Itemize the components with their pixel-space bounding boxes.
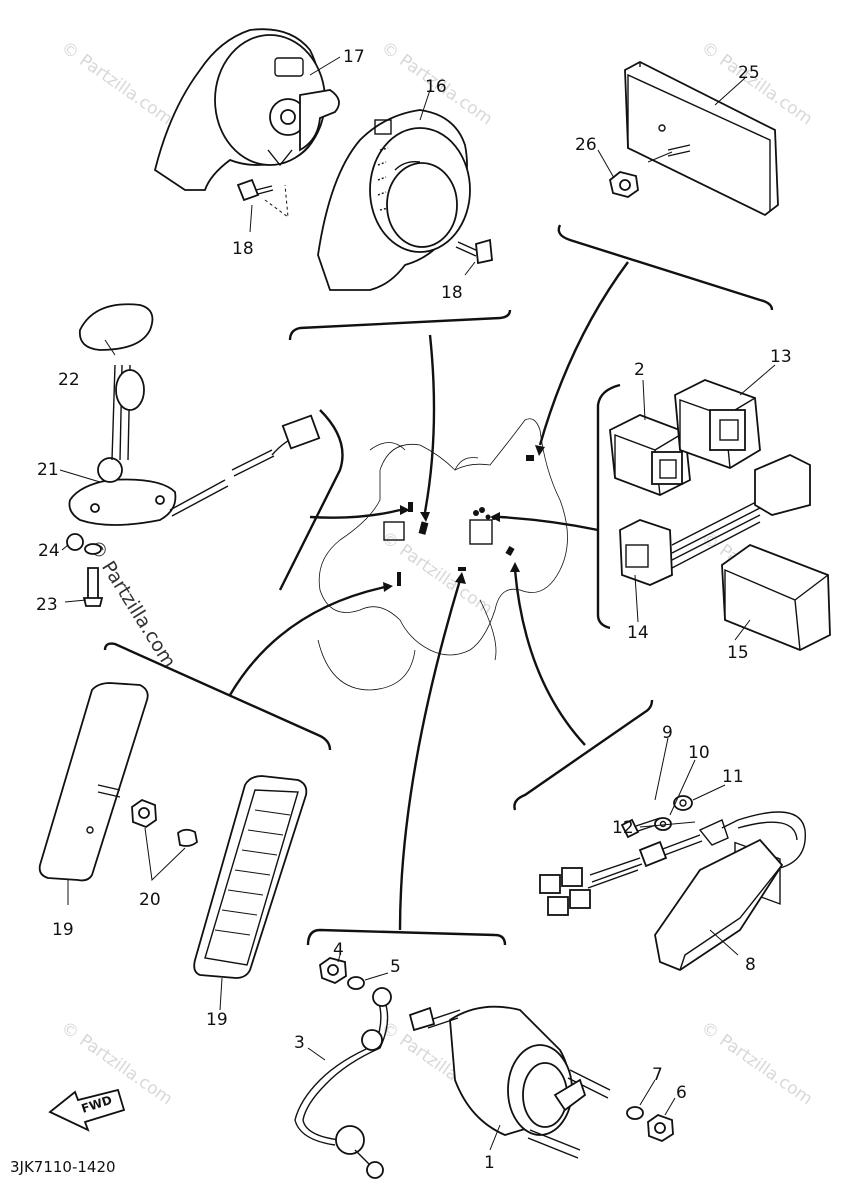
watermark: © Partzilla.com — [377, 528, 496, 620]
callout-16: 16 — [425, 77, 447, 97]
callout-24: 24 — [38, 541, 60, 561]
diagram-code: 3JK7110-1420 — [10, 1158, 116, 1176]
callout-9: 9 — [662, 723, 673, 743]
callout-23: 23 — [36, 595, 58, 615]
starter-relay-1 — [408, 1005, 611, 1159]
lead-3 — [294, 987, 392, 1179]
callout-19b: 19 — [206, 1010, 228, 1030]
callout-11: 11 — [722, 767, 744, 787]
callout-labels: 1 2 3 4 5 6 7 8 9 10 11 12 13 14 15 16 1… — [36, 47, 792, 1173]
reflector-19-right — [193, 775, 308, 979]
callout-1: 1 — [484, 1153, 495, 1173]
callout-3: 3 — [294, 1033, 305, 1053]
callout-25: 25 — [738, 63, 760, 83]
bolt-18-left — [236, 178, 289, 219]
bolt-18-right — [455, 238, 493, 265]
callout-18a: 18 — [232, 239, 254, 259]
fwd-arrow-icon: FWD — [48, 1088, 126, 1132]
callout-13: 13 — [770, 347, 792, 367]
seal-22 — [78, 303, 154, 351]
unit-8 — [539, 811, 806, 972]
fuel-sender-21 — [68, 364, 321, 526]
bolt-23-washer-24 — [66, 533, 104, 607]
nut-20 — [131, 798, 198, 882]
watermark: © Partzilla.com — [57, 38, 176, 130]
reflector-25 — [624, 60, 779, 217]
callout-leaders — [59, 56, 776, 1151]
callout-10: 10 — [688, 743, 710, 763]
group-brackets — [103, 224, 774, 946]
callout-17: 17 — [343, 47, 365, 67]
callout-2: 2 — [634, 360, 645, 380]
nut-26 — [608, 171, 639, 198]
watermark: © Partzilla.com — [697, 1018, 816, 1110]
washer-5 — [347, 976, 365, 990]
reflector-19-left — [38, 682, 149, 882]
callout-7: 7 — [652, 1065, 663, 1085]
horn-16 — [317, 109, 471, 291]
callout-20: 20 — [139, 890, 161, 910]
callout-5: 5 — [390, 957, 401, 977]
callout-8: 8 — [745, 955, 756, 975]
callout-4: 4 — [333, 940, 344, 960]
callout-15: 15 — [727, 643, 749, 663]
collar-11 — [673, 795, 693, 811]
callout-22: 22 — [58, 370, 80, 390]
unit-15 — [721, 543, 831, 905]
callout-19a: 19 — [52, 920, 74, 940]
relay-2 — [609, 414, 691, 496]
nut-6 — [647, 1113, 674, 1143]
coupler-14 — [619, 454, 811, 586]
callout-18b: 18 — [441, 283, 463, 303]
horn-17 — [153, 28, 340, 191]
callout-6: 6 — [676, 1083, 687, 1103]
nut-4 — [319, 957, 347, 985]
callout-12: 12 — [612, 818, 634, 838]
callout-21: 21 — [37, 460, 59, 480]
washer-7 — [626, 1106, 644, 1120]
callout-14: 14 — [627, 623, 649, 643]
motorcycle-silhouette — [317, 418, 568, 691]
relay-13 — [674, 379, 761, 469]
callout-26: 26 — [575, 135, 597, 155]
